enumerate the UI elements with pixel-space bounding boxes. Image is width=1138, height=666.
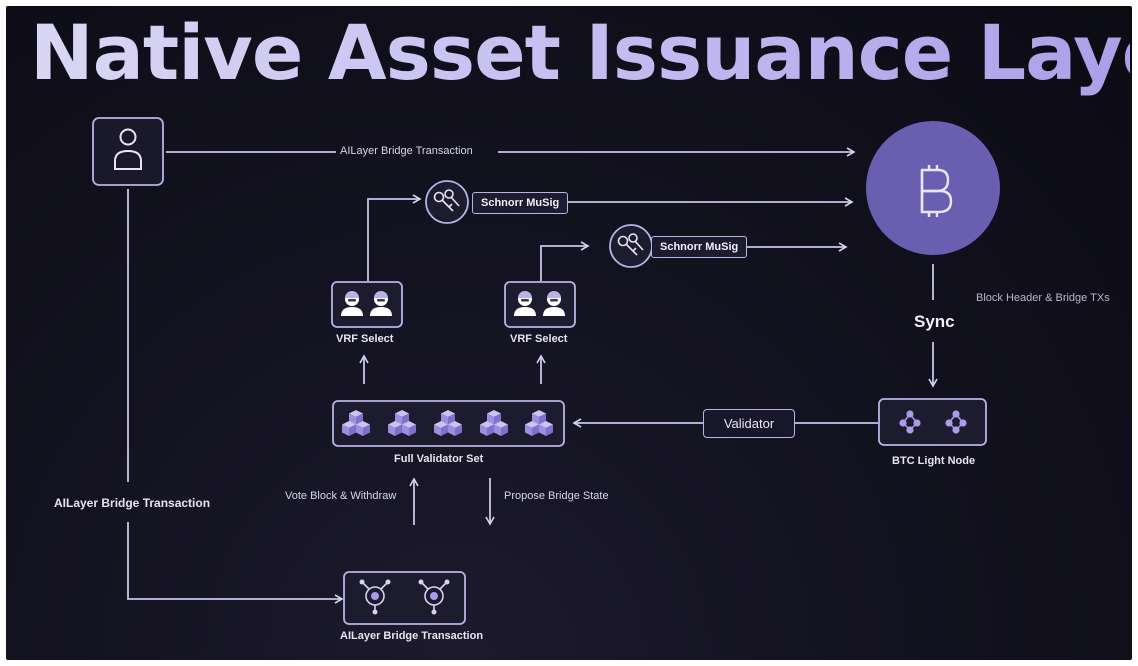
top-bridge-tx-label: AILayer Bridge Transaction	[340, 145, 473, 157]
sync-label: Sync	[914, 312, 955, 331]
user-icon	[114, 128, 142, 170]
schnorr-musig-badge-2: Schnorr MuSig	[651, 236, 748, 258]
bottom-bridge-tx-label: AILayer Bridge Transaction	[340, 630, 484, 642]
diagram-graphics	[92, 117, 1000, 625]
bridge-node-box	[343, 571, 466, 625]
block-header-label: Block Header & Bridge TXs	[976, 292, 1110, 304]
propose-bridge-label: Propose Bridge State	[504, 490, 609, 502]
vrf-select-label-2: VRF Select	[510, 333, 568, 345]
user-node	[92, 117, 164, 186]
bitcoin-icon	[920, 165, 953, 217]
vrf-validator-box-1	[331, 281, 403, 328]
schnorr-key-node-1	[425, 180, 469, 224]
schnorr-key-node-2	[609, 224, 653, 268]
bitcoin-node	[866, 121, 1000, 255]
vrf-validator-box-2	[504, 281, 576, 328]
connector-lines	[127, 147, 938, 604]
page-title: Native Asset Issuance Layer	[30, 8, 1132, 97]
left-bridge-tx-label: AILayer Bridge Transaction	[54, 496, 211, 510]
full-validator-set-box	[332, 400, 565, 447]
btc-light-node-label: BTC Light Node	[892, 455, 976, 467]
vrf-select-label-1: VRF Select	[336, 333, 394, 345]
btc-light-node-box	[878, 398, 987, 446]
schnorr-musig-badge-1: Schnorr MuSig	[472, 192, 569, 214]
vote-block-label: Vote Block & Withdraw	[285, 490, 397, 502]
diagram-canvas: Native Asset Issuance Layer AILayer Brid…	[6, 6, 1132, 660]
validator-badge: Validator	[703, 409, 795, 438]
full-validator-set-label: Full Validator Set	[394, 453, 484, 465]
